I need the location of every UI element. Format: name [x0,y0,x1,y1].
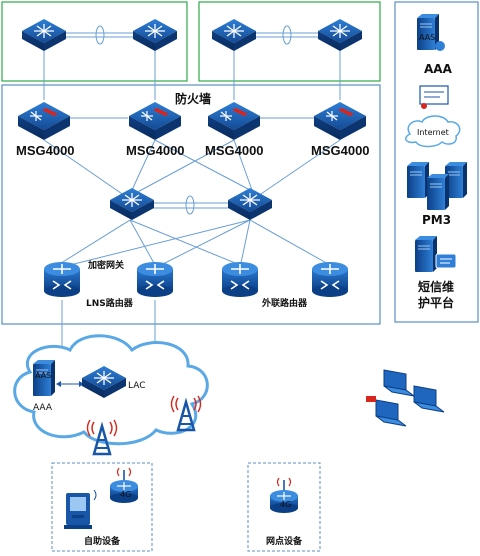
branch-device-label: 网点设备 [266,535,303,547]
hub-icon [366,396,376,402]
core-switch-icon[interactable] [109,187,155,221]
self-service-frame [51,462,153,552]
msg-firewall-icon[interactable] [17,101,71,141]
msg-label: MSG4000 [126,143,185,158]
atm-kiosk-icon[interactable] [64,493,92,529]
pm3-server-icon[interactable] [426,173,450,211]
router-icon[interactable] [43,261,81,298]
lte-tag: 4G [280,500,291,509]
msg-firewall-icon[interactable] [128,101,182,141]
top-left-green-frame [1,1,188,82]
wireless-signal-icon [93,489,97,501]
router-icon[interactable] [136,261,174,298]
lag-ellipse [185,195,195,215]
top-switch-icon[interactable] [21,18,67,52]
self-service-label: 自助设备 [84,535,121,547]
internet-cloud-icon [405,115,461,148]
external-router-label: 外联路由器 [261,297,308,309]
side-sms-label-2: 护平台 [418,295,454,310]
sms-server-icon[interactable] [414,235,438,273]
router-icon[interactable] [311,261,349,298]
top-right-green-frame [198,1,381,82]
aaa-cloud-label: AAA [33,403,53,413]
side-pm3-label: PM3 [422,213,451,227]
side-aaa-label: AAA [424,62,453,76]
encrypt-gateway-label: 加密网关 [87,259,124,271]
user-badge-icon [435,41,445,51]
router-icon[interactable] [221,261,259,298]
firewall-zone-title: 防火墙 [175,91,211,106]
msg-firewall-icon[interactable] [313,101,367,141]
aaa-cloud-tag: AAS [35,371,51,380]
arrow-left-icon [56,381,61,387]
msg-label: MSG4000 [16,143,75,158]
lag-ellipse [95,25,105,45]
certificate-icon [419,85,449,109]
lns-router-label: LNS路由器 [86,297,134,309]
branch-frame [247,462,321,552]
msg-label: MSG4000 [205,143,264,158]
aaa-server-tag: AAS [419,33,435,42]
top-switch-icon[interactable] [317,18,363,52]
lag-ellipse [282,25,292,45]
side-sms-label-1: 短信维 [418,279,454,294]
sms-chat-icon [435,253,457,269]
msg-firewall-icon[interactable] [207,101,261,141]
lte-tag: 4G [120,490,131,499]
right-panel-frame [394,1,479,323]
pm3-server-icon[interactable] [406,161,430,199]
arrow-right-icon [79,381,84,387]
lac-label: LAC [128,381,146,391]
firewall-zone-frame [1,84,381,325]
laptop-icon[interactable] [375,399,407,427]
side-internet-label: Internet [417,128,449,137]
top-switch-icon[interactable] [132,18,178,52]
laptop-icon[interactable] [383,369,415,397]
top-switch-icon[interactable] [211,18,257,52]
laptop-icon[interactable] [413,385,445,413]
links [43,32,341,352]
core-switch-icon[interactable] [227,187,273,221]
msg-label: MSG4000 [311,143,370,158]
